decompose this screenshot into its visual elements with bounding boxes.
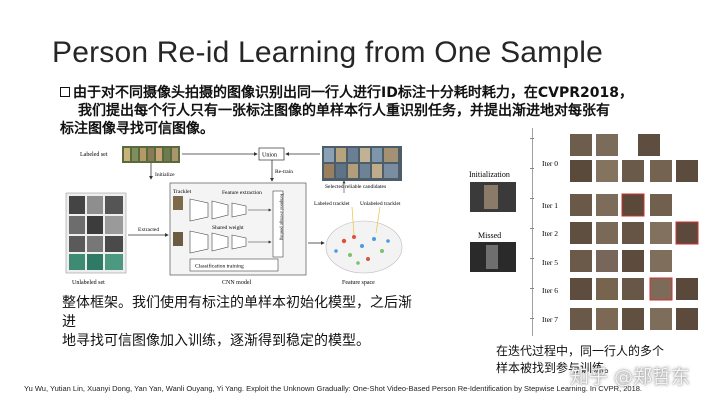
- iteration-examples-figure: Initialization Missed Iter 0 Iter 1 Iter…: [469, 128, 699, 336]
- iteration-timeline-ticks: [530, 138, 534, 319]
- label-extracted: Extracted: [138, 227, 159, 233]
- label-unlabeled-set: Unlabeled set: [72, 280, 105, 286]
- classification-box: [189, 258, 279, 272]
- label-iter-5: Iter 5: [542, 258, 558, 267]
- label-initialization: Initialization: [469, 170, 510, 179]
- label-union: Union: [262, 153, 277, 159]
- label-unlabeled-tracklet: Unlabeled tracklet: [360, 201, 401, 207]
- citation: Yu Wu, Yutian Lin, Xuanyi Dong, Yan Yan,…: [24, 384, 643, 393]
- label-missed: Missed: [478, 231, 501, 240]
- label-temporal-pooling: Temporal average pooling: [280, 193, 285, 241]
- iteration-image-grid: [570, 134, 698, 330]
- feature-points: [334, 206, 390, 265]
- label-selected-candidates: Selected reliable candidates: [325, 184, 386, 190]
- watermark: 知乎 @郑哲东: [570, 366, 691, 388]
- label-initialize: Initialize: [155, 172, 175, 178]
- iteration-highlight-frames: [621, 193, 699, 301]
- labeled-set-images: [122, 146, 180, 163]
- label-labeled-tracklet: Labeled tracklet: [314, 201, 350, 207]
- temporal-pooling-box: [272, 190, 284, 258]
- caption-right-line-2: 样本被找到参与训练。: [496, 361, 617, 375]
- unlabeled-set-images: [65, 192, 127, 274]
- label-tracklet: Tracklet: [173, 189, 192, 195]
- framework-diagram: Labeled set Initialize Union Re-train Se…: [65, 146, 403, 286]
- caption-left-line-1: 整体框架。我们使用有标注的单样本初始化模型，之后渐进: [62, 295, 412, 330]
- bullet-line-3: 标注图像寻找可信图像。: [60, 121, 214, 137]
- bullet-line-1: 由于对不同摄像头拍摄的图像识别出同一行人进行ID标注十分耗时耗力，在CVPR20…: [60, 84, 690, 102]
- label-re-train: Re-train: [275, 169, 293, 175]
- cnn-layers: [189, 198, 247, 254]
- checkbox-bullet-icon: [60, 87, 70, 97]
- slide-title: Person Re-id Learning from One Sample: [52, 36, 604, 69]
- label-iter-7: Iter 7: [542, 315, 558, 324]
- label-classification-training: Classification training: [195, 263, 244, 270]
- label-labeled-set: Labeled set: [80, 152, 108, 158]
- caption-right-line-1: 在迭代过程中，同一行人的多个: [496, 344, 665, 358]
- label-iter-2: Iter 2: [542, 229, 558, 238]
- union-box: [258, 147, 285, 161]
- label-feature-space: Feature space: [342, 280, 375, 286]
- caption-left: 整体框架。我们使用有标注的单样本初始化模型，之后渐进 地寻找可信图像加入训练，逐…: [62, 294, 422, 351]
- bullet-line-2: 我们提出每个行人只有一张标注图像的单样本行人重识别任务，并提出渐进地对每张有: [78, 103, 610, 119]
- caption-right: 在迭代过程中，同一行人的多个 样本被找到参与训练。: [496, 343, 696, 377]
- bullet-paragraph: 由于对不同摄像头拍摄的图像识别出同一行人进行ID标注十分耗时耗力，在CVPR20…: [60, 84, 690, 138]
- label-shared-weight: Shared weight: [212, 225, 244, 231]
- label-iter-1: Iter 1: [542, 201, 558, 210]
- label-iter-0: Iter 0: [542, 159, 558, 168]
- feature-space-ellipse: [325, 220, 403, 274]
- selected-candidates-images: [322, 146, 402, 181]
- label-iter-6: Iter 6: [542, 286, 558, 295]
- caption-left-line-2: 地寻找可信图像加入训练，逐渐得到稳定的模型。: [62, 333, 370, 349]
- label-cnn-model: CNN model: [222, 280, 251, 286]
- label-feature-extraction: Feature extraction: [222, 190, 262, 196]
